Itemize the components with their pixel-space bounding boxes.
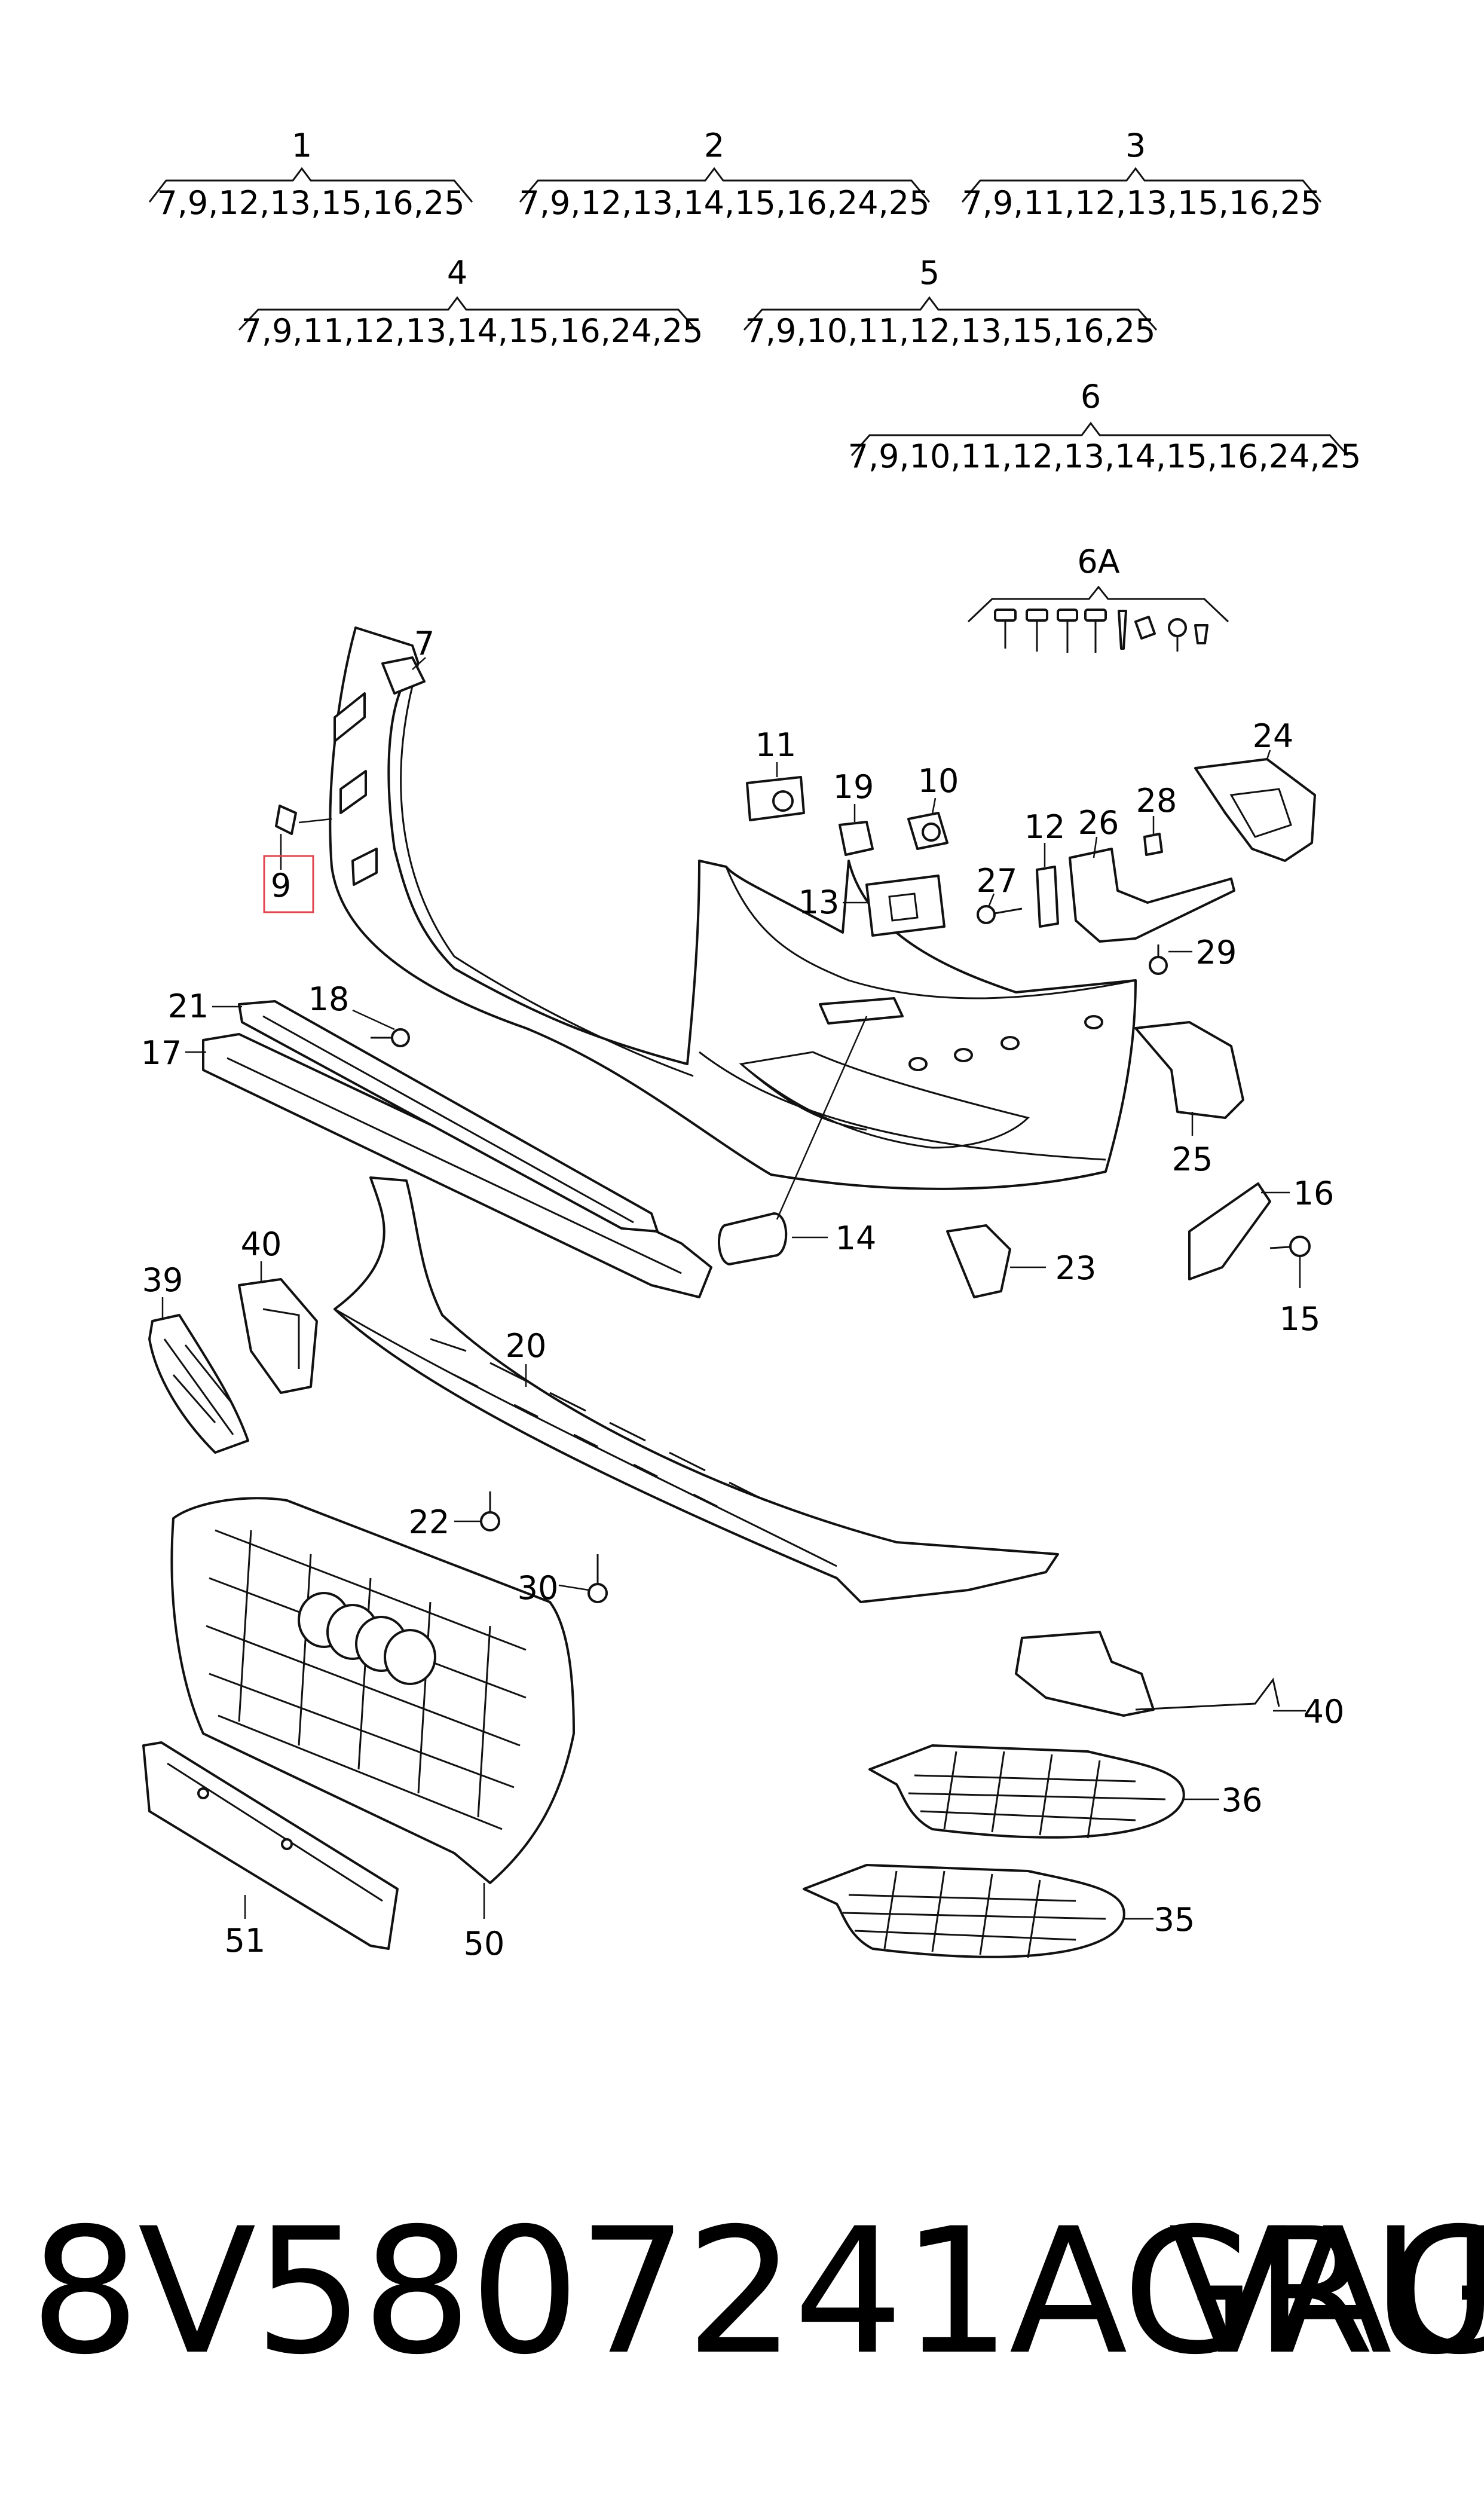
part-30 [558, 1554, 608, 1603]
callout-50: 50 [464, 1925, 505, 1962]
group-bracket-1: 1 7,9,12,13,15,16,25 [148, 127, 473, 222]
callout-11: 11 [755, 726, 797, 764]
callout-26: 26 [1078, 804, 1119, 842]
group-bracket-3: 3 7,9,11,12,13,15,16,25 [961, 127, 1322, 222]
part-22 [454, 1491, 500, 1531]
part-24 [1194, 750, 1316, 862]
group-contents-3: 7,9,11,12,13,15,16,25 [962, 184, 1321, 222]
callout-17: 17 [141, 1034, 182, 1072]
group-id-6: 6 [1081, 378, 1101, 415]
part-16 [1188, 1182, 1290, 1280]
callout-28: 28 [1136, 782, 1177, 820]
part-40-right [1015, 1631, 1306, 1717]
callout-18: 18 [308, 980, 350, 1018]
part-39 [148, 1297, 249, 1454]
part-21 [212, 1000, 659, 1233]
part-17 [185, 1033, 712, 1298]
callout-29: 29 [1196, 934, 1237, 971]
part-12 [1036, 843, 1059, 928]
group-contents-1: 7,9,12,13,15,16,25 [157, 184, 464, 222]
callout-40-right: 40 [1304, 1693, 1345, 1731]
group-id-4: 4 [447, 254, 467, 292]
callout-30: 30 [518, 1569, 559, 1607]
group-contents-5: 7,9,10,11,12,13,15,16,25 [745, 312, 1155, 350]
screw-icon [994, 609, 1208, 653]
part-50 [170, 1497, 575, 1919]
callout-14: 14 [836, 1219, 877, 1257]
part-25 [1134, 1021, 1244, 1136]
part-26 [1069, 836, 1235, 943]
part-29 [1149, 944, 1192, 975]
callout-13: 13 [798, 883, 840, 921]
group-id-2: 2 [704, 127, 724, 164]
part-9 [263, 805, 332, 913]
bumper-cover [329, 626, 1137, 1190]
part-15 [1269, 1236, 1311, 1288]
part-36 [868, 1744, 1219, 1839]
callout-10: 10 [918, 762, 959, 800]
part-23 [946, 1224, 1046, 1298]
part-40-left [238, 1261, 318, 1394]
callout-39: 39 [142, 1261, 183, 1299]
part-19 [839, 804, 874, 856]
part-18 [352, 1009, 410, 1047]
part-11 [746, 762, 805, 821]
part-10 [907, 797, 948, 850]
group-contents-2: 7,9,12,13,14,15,16,24,25 [519, 184, 929, 222]
group-id-3: 3 [1125, 127, 1146, 164]
group-bracket-5: 5 7,9,10,11,12,13,15,16,25 [743, 254, 1158, 350]
brand-name: VAG [1168, 2191, 1484, 2393]
callout-35: 35 [1154, 1901, 1195, 1939]
callout-36: 36 [1222, 1781, 1263, 1819]
kit-label: 6A [1077, 543, 1119, 580]
callout-20: 20 [506, 1327, 547, 1365]
callout-21: 21 [168, 988, 209, 1025]
callout-9: 9 [271, 867, 291, 904]
callout-27: 27 [977, 862, 1018, 900]
part-27 [977, 893, 1023, 924]
group-bracket-2: 2 7,9,12,13,14,15,16,24,25 [519, 127, 931, 222]
kit-6A: 6A [967, 543, 1229, 653]
callout-16: 16 [1293, 1175, 1335, 1212]
part-51 [142, 1741, 399, 1950]
group-contents-6: 7,9,10,11,12,13,14,15,16,24,25 [848, 438, 1361, 475]
callout-23: 23 [1055, 1249, 1097, 1287]
callout-labels: 7 9 11 19 10 24 26 28 12 27 13 29 21 18 … [141, 625, 1345, 1962]
callout-12: 12 [1024, 808, 1066, 846]
group-bracket-6: 6 7,9,10,11,12,13,14,15,16,24,25 [848, 378, 1361, 475]
group-bracket-4: 4 7,9,11,12,13,14,15,16,24,25 [238, 254, 703, 350]
part-number: 8V5807241AGRU [30, 2191, 1484, 2393]
part-28 [1143, 816, 1163, 856]
callout-15: 15 [1280, 1300, 1321, 1338]
group-contents-4: 7,9,11,12,13,14,15,16,24,25 [241, 312, 703, 350]
callout-19: 19 [833, 768, 874, 806]
callout-24: 24 [1253, 717, 1294, 755]
callout-25: 25 [1172, 1141, 1213, 1178]
callout-7: 7 [414, 625, 435, 662]
callout-22: 22 [409, 1503, 450, 1541]
highlight-box [263, 855, 314, 913]
part-20 [333, 1176, 1059, 1603]
group-id-5: 5 [919, 254, 940, 292]
part-14 [718, 1016, 868, 1265]
callout-40-left: 40 [241, 1225, 282, 1263]
part-35 [803, 1864, 1153, 1958]
group-id-1: 1 [292, 127, 312, 164]
part-7 [381, 656, 426, 695]
part-13 [843, 875, 946, 937]
callout-51: 51 [225, 1922, 266, 1959]
